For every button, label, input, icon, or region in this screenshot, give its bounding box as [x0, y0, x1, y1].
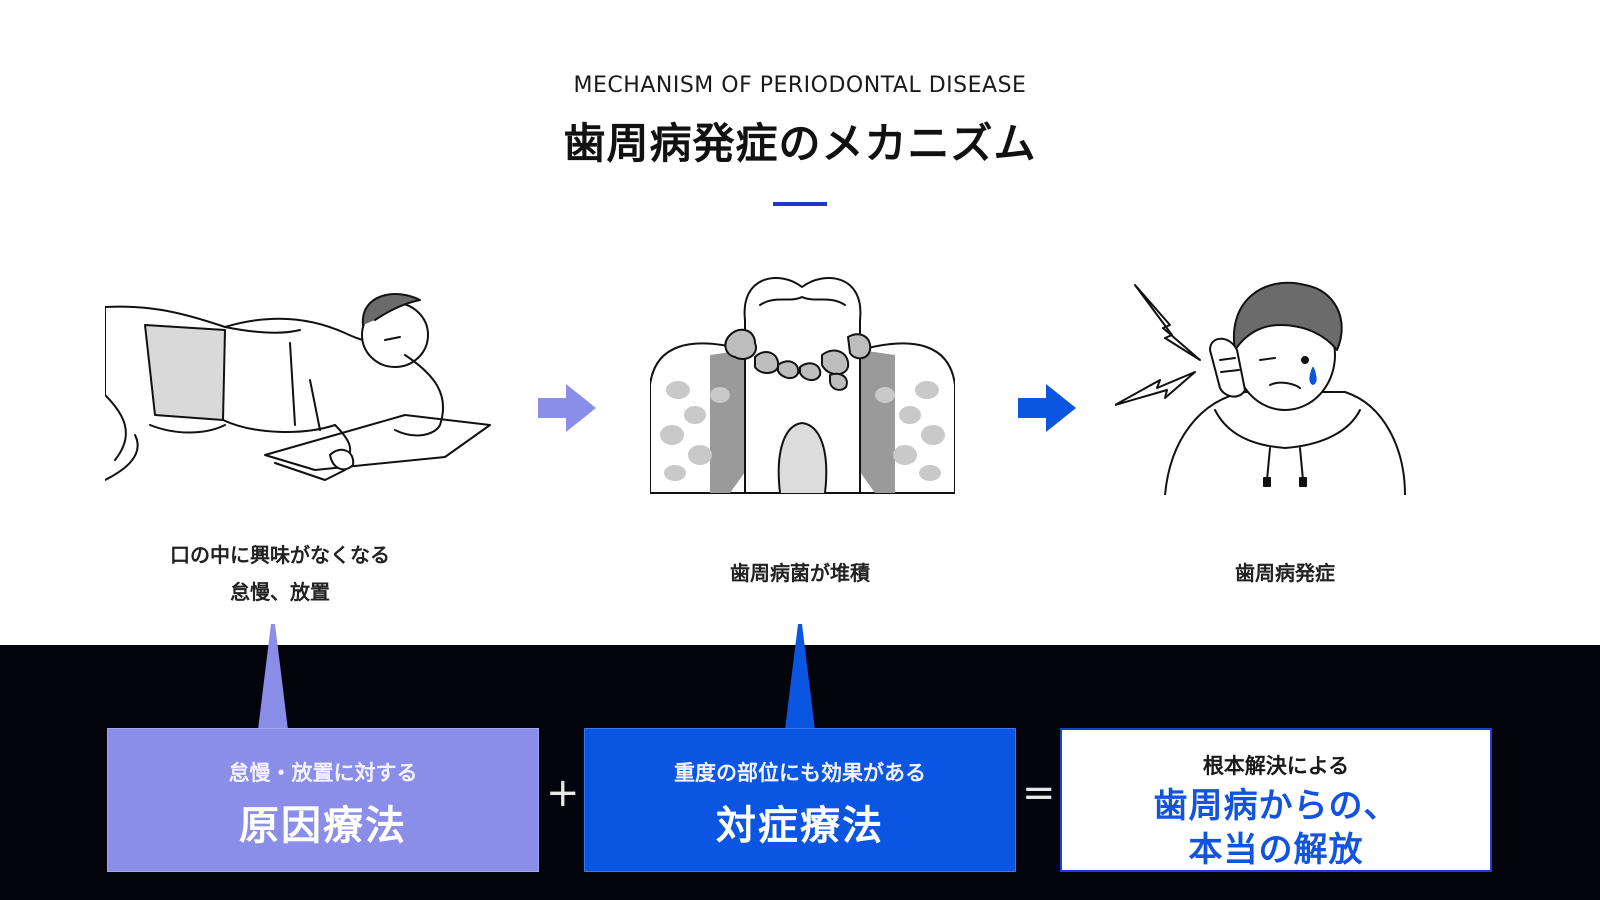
box-title-line: 歯周病からの、	[1153, 786, 1399, 826]
tooth-tartar-illustration	[650, 275, 955, 495]
result-box: 根本解決による 歯周病からの、 本当の解放	[1060, 728, 1492, 872]
box-title-line: 本当の解放	[1188, 830, 1364, 870]
box-title: 原因療法	[239, 803, 407, 849]
title-underline	[773, 202, 827, 206]
lying-man-illustration	[105, 285, 505, 495]
step-label-bacteria: 歯周病菌が堆積	[650, 555, 950, 592]
symptom-therapy-box: 重度の部位にも効果がある 対症療法	[584, 728, 1016, 872]
section-eyebrow: MECHANISM OF PERIODONTAL DISEASE	[573, 73, 1027, 98]
right-arrow-icon	[1018, 384, 1076, 436]
box-subtitle: 根本解決による	[1202, 754, 1350, 778]
step-label-line: 怠慢、放置	[230, 580, 330, 604]
cause-therapy-box: 怠慢・放置に対する 原因療法	[107, 728, 539, 872]
equals-operator: =	[1022, 770, 1056, 816]
box-title: 対症療法	[716, 803, 884, 849]
box-subtitle: 重度の部位にも効果がある	[674, 761, 926, 785]
plus-operator: +	[546, 770, 580, 816]
lightning-icon	[1134, 284, 1201, 361]
step-label-line: 歯周病菌が堆積	[730, 561, 870, 585]
box-subtitle: 怠慢・放置に対する	[228, 761, 418, 785]
right-arrow-icon	[538, 384, 596, 436]
toothache-man-illustration	[1115, 280, 1415, 495]
step-label-onset: 歯周病発症	[1135, 555, 1435, 592]
step-label-line: 口の中に興味がなくなる	[170, 543, 390, 567]
pointer-symptom	[785, 624, 815, 734]
step-label-neglect: 口の中に興味がなくなる 怠慢、放置	[130, 537, 430, 611]
step-label-line: 歯周病発症	[1235, 561, 1335, 585]
section-title: 歯周病発症のメカニズム	[563, 119, 1037, 168]
pointer-cause	[258, 624, 288, 734]
